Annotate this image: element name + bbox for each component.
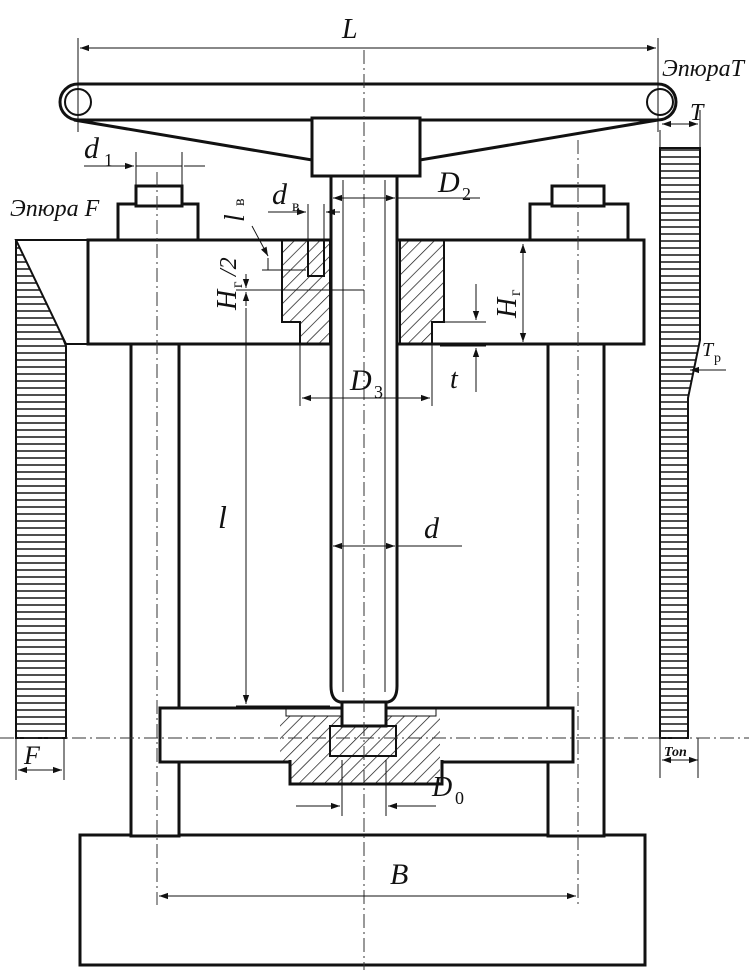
label-D2: D: [437, 166, 460, 199]
label-l: l: [218, 499, 227, 535]
handwheel-hub: [310, 116, 422, 178]
label-epyura-F: Эпюра F: [10, 196, 100, 222]
left-column-nut: [116, 202, 200, 242]
handwheel-right-knob: [646, 88, 674, 116]
label-B: B: [390, 858, 408, 891]
label-Tp: T: [702, 339, 715, 361]
label-Hg2-tail: /2: [216, 257, 242, 278]
lv-leader: [251, 225, 269, 257]
torque-diagram: [659, 110, 726, 778]
label-Ton: Топ: [664, 745, 687, 760]
label-D0-sub: 0: [455, 788, 464, 808]
screw: [329, 176, 399, 728]
label-Hg2-sub: г: [229, 281, 246, 288]
label-L: L: [341, 14, 358, 45]
labels: L ЭпюраT T d 1 Эпюра F l в d в D 2 H г /…: [10, 14, 746, 891]
label-T: T: [690, 100, 705, 126]
label-d1-sub: 1: [104, 150, 113, 170]
label-d1: d: [84, 132, 100, 165]
label-d: d: [424, 512, 440, 545]
handwheel-right-spoke: [418, 118, 659, 162]
dimensions: [77, 38, 659, 900]
label-dv-sub: в: [292, 198, 300, 215]
label-D2-sub: 2: [462, 184, 471, 204]
label-F: F: [23, 741, 41, 770]
label-epyura-T: ЭпюраT: [662, 56, 746, 82]
label-D0: D: [431, 772, 452, 803]
label-lv-sub: в: [231, 198, 248, 206]
left-column-thread-end: [134, 184, 184, 208]
label-Tp-sub: р: [714, 351, 721, 366]
handwheel: [58, 82, 678, 178]
label-D3: D: [349, 364, 372, 397]
torque-diagram-area: [659, 147, 701, 739]
base-plate: [78, 833, 647, 967]
nut-right-section: [399, 239, 445, 345]
label-lv: l: [220, 214, 251, 222]
label-Hg: H: [492, 296, 523, 319]
locking-screw: [307, 239, 325, 277]
label-Hg2: H: [212, 288, 243, 311]
handwheel-rim: [58, 82, 678, 122]
label-dv: d: [272, 178, 288, 211]
label-t: t: [450, 364, 459, 395]
label-D3-sub: 3: [374, 382, 383, 402]
label-Hg-sub: г: [507, 289, 524, 296]
right-column-nut: [528, 202, 630, 242]
lower-plate-section-hatch: [280, 716, 440, 784]
